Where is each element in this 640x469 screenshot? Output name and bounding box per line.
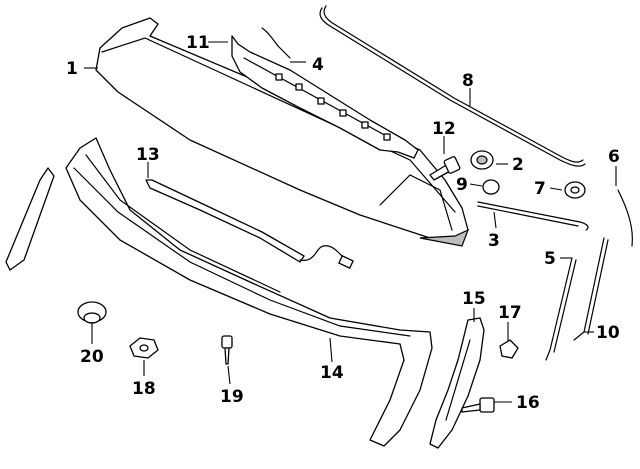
callout-13: 13: [136, 145, 160, 165]
callout-4: 4: [312, 55, 324, 75]
callout-6: 6: [608, 147, 620, 167]
lower-trim-strip-edge: [477, 205, 579, 227]
callout-11: 11: [186, 33, 210, 53]
vertical-molding-edge: [587, 239, 609, 335]
clip-nut-part: [499, 339, 519, 359]
screw-part: [461, 397, 495, 413]
left-side-trim-part: [5, 167, 55, 271]
callout-19: 19: [220, 387, 244, 407]
spoiler-part: [95, 17, 470, 247]
spoiler-bracket-part: [231, 35, 419, 159]
callout-8: 8: [462, 71, 474, 91]
callout-1: 1: [66, 59, 78, 79]
grommet-part: [564, 181, 586, 199]
callout-16: 16: [516, 393, 540, 413]
rear-diffuser-part: [65, 137, 433, 447]
callout-12: 12: [432, 119, 456, 139]
upper-trim-strip-part: [319, 7, 586, 167]
vertical-trim-strip-part: [545, 257, 573, 361]
vertical-trim-strip-edge: [553, 259, 577, 353]
callout-labels: 1 11 4 8 12 2 9 7 6 3 13 5 10 15 17 16 1…: [66, 33, 620, 413]
side-trim-part: [617, 189, 633, 247]
nut-part: [129, 337, 159, 359]
leader-lines: [84, 41, 617, 403]
washer-nozzle-part: [470, 150, 494, 170]
callout-14: 14: [320, 363, 344, 383]
lower-trim-strip-part: [477, 201, 589, 231]
washer-hose-part: [261, 27, 291, 59]
plug-part: [482, 179, 500, 195]
side-bracket-part: [429, 317, 485, 449]
clip-part: [77, 301, 107, 324]
callout-5: 5: [544, 249, 556, 269]
upper-trim-strip-edge: [323, 5, 584, 163]
push-screw-part: [221, 335, 233, 365]
callout-10: 10: [596, 323, 620, 343]
callout-3: 3: [488, 231, 500, 251]
bolt-part: [429, 156, 461, 181]
callout-18: 18: [132, 379, 156, 399]
callout-2: 2: [512, 155, 524, 175]
callout-17: 17: [498, 303, 522, 323]
callout-15: 15: [462, 289, 486, 309]
callout-9: 9: [456, 175, 468, 195]
callout-20: 20: [80, 347, 104, 367]
callout-7: 7: [534, 179, 546, 199]
wiring-harness-part: [145, 179, 354, 269]
